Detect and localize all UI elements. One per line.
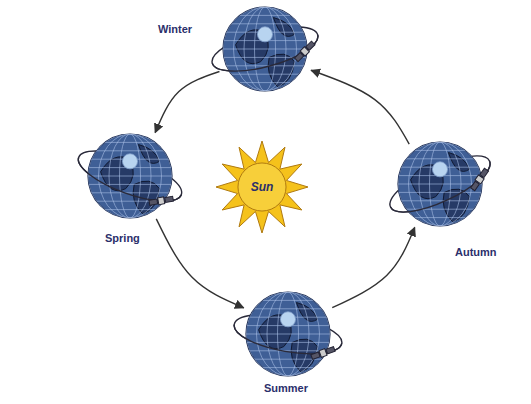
earth-position: Autumn <box>395 140 485 228</box>
pole-cap <box>280 312 295 327</box>
satellite <box>149 195 174 206</box>
sun-label: Sun <box>251 180 274 194</box>
earth-globe <box>88 134 172 218</box>
globe-illustration <box>85 132 175 220</box>
orbit-arrow <box>311 70 409 144</box>
satellite <box>470 168 489 192</box>
globe-illustration <box>242 290 334 378</box>
pole-cap <box>122 154 137 169</box>
earth-globe <box>246 292 330 376</box>
sun-disc <box>238 163 286 211</box>
orbit-arrow <box>332 227 414 307</box>
globe-illustration <box>220 5 310 93</box>
pole-cap <box>257 27 272 42</box>
sun-rays <box>216 141 308 233</box>
earth-position: Summer <box>242 290 334 378</box>
earth-globe <box>223 7 307 91</box>
pole-cap <box>432 162 447 177</box>
orbit-arrow <box>156 219 243 308</box>
season-label: Winter <box>158 23 192 36</box>
earth-globe <box>398 142 482 226</box>
earth-position: Spring <box>85 132 175 220</box>
sun-shape: Sun <box>215 140 309 234</box>
season-label: Autumn <box>455 246 497 259</box>
season-label: Summer <box>264 382 308 395</box>
orbit-arrow <box>155 72 219 133</box>
satellite <box>294 40 316 62</box>
earth-position: Winter <box>220 5 310 93</box>
globe-illustration <box>395 140 485 228</box>
season-label: Spring <box>105 232 140 245</box>
satellite <box>311 346 336 361</box>
